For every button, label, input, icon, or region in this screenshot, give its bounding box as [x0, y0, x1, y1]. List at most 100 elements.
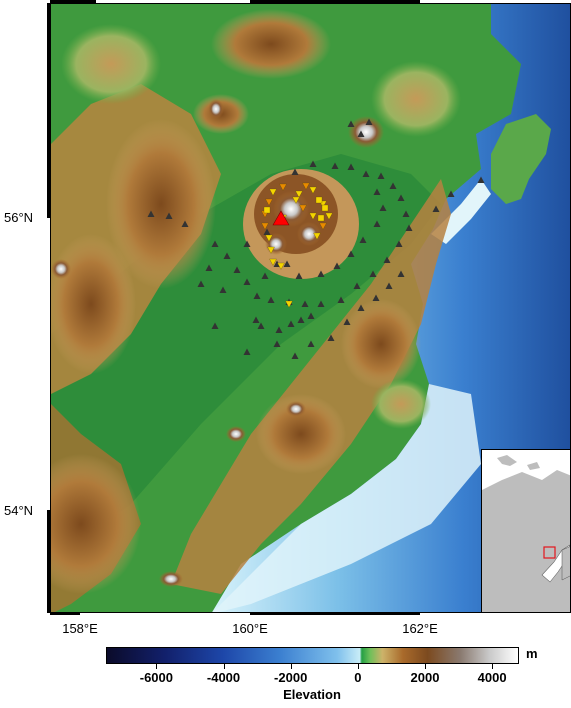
station-marker-square: [315, 196, 323, 204]
colorbar-tick: [290, 664, 292, 669]
station-marker: [317, 300, 325, 307]
station-marker: [165, 212, 173, 219]
station-marker: [287, 320, 295, 327]
station-marker-orange: [265, 198, 273, 206]
colorbar-tick: [156, 664, 158, 669]
station-marker-yellow: [309, 186, 317, 194]
inset-kamchatka: [561, 546, 570, 581]
colorbar-tick: [223, 664, 225, 669]
station-marker: [219, 286, 227, 293]
station-marker: [307, 312, 315, 319]
station-marker: [373, 220, 381, 227]
station-marker: [253, 292, 261, 299]
station-marker-yellow: [285, 300, 293, 308]
station-marker-yellow: [269, 188, 277, 196]
inset-highlight-box: [543, 546, 556, 559]
station-marker: [347, 120, 355, 127]
colorbar-tick-label: -4000: [206, 670, 241, 685]
station-marker: [223, 252, 231, 259]
elevation-colorbar: [106, 647, 519, 664]
western-mountains: [106, 119, 216, 289]
station-marker-orange: [302, 182, 310, 190]
small-peak-2: [159, 571, 183, 587]
station-marker-yellow: [269, 258, 277, 266]
frame-tick: [47, 510, 50, 613]
colorbar-title: Elevation: [283, 687, 341, 702]
station-marker: [337, 296, 345, 303]
station-marker: [243, 240, 251, 247]
elevation-map: [51, 4, 570, 612]
eastern-range: [171, 179, 451, 594]
station-marker: [205, 264, 213, 271]
station-marker: [291, 352, 299, 359]
southwestern-mountains: [51, 454, 141, 594]
kamchatsky-peninsula: [491, 114, 551, 204]
colorbar-tick-label: 2000: [410, 670, 440, 685]
station-marker-yellow: [277, 262, 285, 270]
station-marker: [309, 160, 317, 167]
colorbar-tick: [357, 664, 359, 669]
station-marker: [432, 205, 440, 212]
station-marker: [347, 163, 355, 170]
station-marker-orange: [319, 222, 327, 230]
small-peak-5: [208, 99, 224, 119]
inset-island-2: [527, 462, 540, 470]
longitude-label-160: 160°E: [232, 621, 268, 636]
volcano-marker: [272, 210, 290, 226]
station-marker: [211, 322, 219, 329]
station-marker: [383, 256, 391, 263]
station-marker: [211, 240, 219, 247]
inset-locator-map: [481, 449, 570, 612]
longitude-label-158: 158°E: [62, 621, 98, 636]
station-marker: [357, 130, 365, 137]
colorbar-tick-label: -6000: [139, 670, 173, 685]
station-marker: [327, 334, 335, 341]
station-marker-yellow: [292, 196, 300, 204]
station-marker: [477, 176, 485, 183]
colorbar-tick: [424, 664, 426, 669]
colorbar-tick-label: -2000: [274, 670, 308, 685]
station-marker: [385, 282, 393, 289]
station-markers-color: [261, 182, 333, 308]
colorbar-tick-label: 0: [354, 670, 362, 685]
station-marker-yellow: [309, 212, 317, 220]
station-marker: [147, 210, 155, 217]
frame-tick: [50, 0, 96, 3]
colorbar-tick: [492, 664, 494, 669]
station-marker-yellow: [265, 234, 273, 242]
station-marker: [273, 340, 281, 347]
station-marker-yellow: [295, 190, 303, 198]
frame-tick: [47, 3, 50, 218]
colorbar-tick-label: 4000: [477, 670, 507, 685]
station-marker: [397, 270, 405, 277]
station-markers-dark: [147, 118, 485, 359]
station-marker: [377, 172, 385, 179]
colorbar-unit: m: [526, 646, 538, 661]
station-marker: [343, 318, 351, 325]
station-marker-square: [263, 206, 271, 214]
shallow-bay: [213, 384, 481, 612]
northwest-hills: [61, 24, 161, 104]
northern-highland: [211, 9, 331, 79]
small-peak-4: [51, 259, 71, 279]
station-marker: [397, 194, 405, 201]
station-marker: [379, 204, 387, 211]
station-marker: [405, 224, 413, 231]
latitude-label-56: 56°N: [4, 210, 34, 225]
station-marker: [297, 316, 305, 323]
frame-tick: [250, 612, 420, 615]
station-marker: [369, 270, 377, 277]
station-marker: [359, 236, 367, 243]
station-marker: [295, 272, 303, 279]
inset-map-svg: [482, 450, 570, 612]
station-marker: [389, 182, 397, 189]
eastern-range-peaks-south: [256, 394, 346, 474]
station-marker: [291, 168, 299, 175]
small-peak-1: [286, 401, 306, 417]
station-marker: [357, 304, 365, 311]
shiveluch-volcano: [348, 116, 384, 148]
station-marker-yellow: [313, 232, 321, 240]
small-peak-3: [226, 426, 246, 442]
station-marker: [275, 326, 283, 333]
sea-area: [212, 4, 570, 612]
